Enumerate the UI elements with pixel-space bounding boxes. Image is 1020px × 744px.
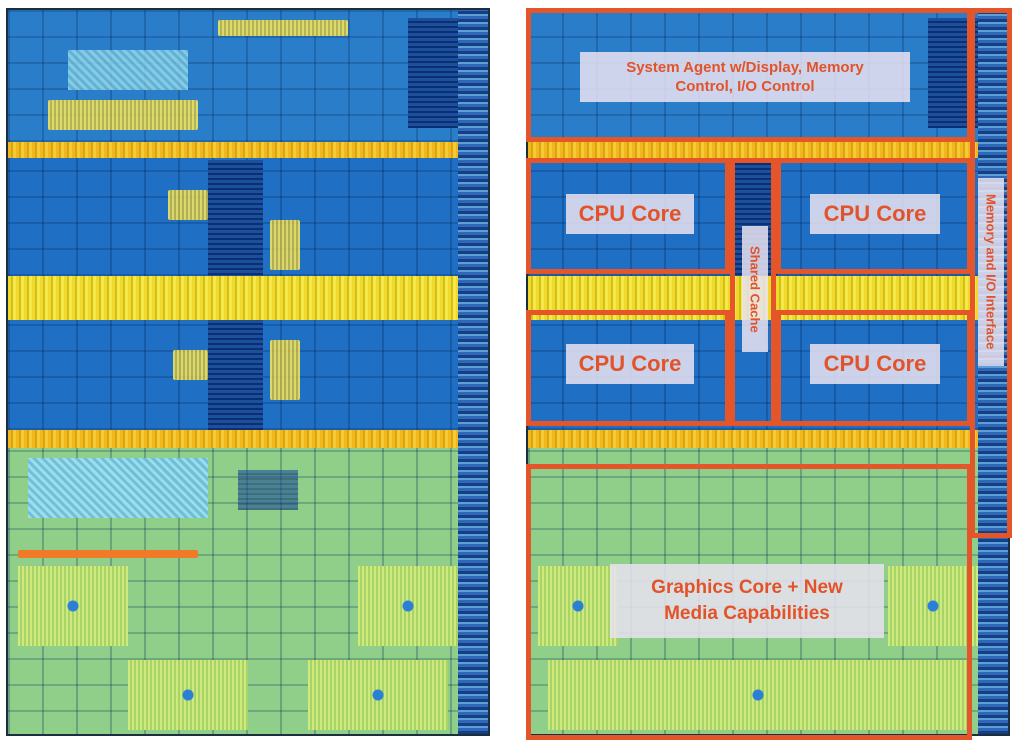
cache-band [528, 142, 988, 158]
cpu-core-region-3 [526, 310, 730, 426]
die-detail-block [68, 50, 188, 90]
die-detail-block [270, 340, 300, 400]
die-detail-block [308, 660, 448, 730]
die-detail-block [888, 566, 978, 646]
graphics-label: Graphics Core + New Media Capabilities [610, 564, 884, 638]
die-detail-block [238, 470, 298, 510]
die-detail-block [18, 550, 198, 558]
io-strip [458, 10, 488, 734]
die-detail-block [218, 20, 348, 36]
system-agent-region [526, 8, 972, 142]
die-detail-block [208, 320, 263, 430]
die-detail-block [28, 458, 208, 518]
system-agent-label: System Agent w/Display, Memory Control, … [580, 52, 910, 102]
die-detail-block [208, 160, 263, 280]
cache-band [8, 142, 468, 158]
io-strip [978, 10, 1008, 734]
die-detail-block [128, 660, 248, 730]
cpu-core-region-1 [526, 158, 730, 274]
cpu-core-label-3: CPU Core [566, 344, 694, 384]
cache-band [8, 276, 468, 320]
cache-band [8, 430, 468, 448]
die-detail-block [18, 566, 128, 646]
die-detail-block [173, 350, 208, 380]
die-detail-block [358, 566, 458, 646]
cpu-core-region-2 [776, 158, 972, 274]
cache-band [528, 430, 988, 448]
cpu-core-label-2: CPU Core [810, 194, 940, 234]
cpu-core-label-1: CPU Core [566, 194, 694, 234]
shared-cache-region [730, 158, 776, 426]
memory-io-label: Memory and I/O Interface [978, 178, 1004, 366]
cpu-core-region-4 [776, 310, 972, 426]
die-detail-block [48, 100, 198, 130]
die-detail-block [408, 18, 458, 128]
shared-cache-label: Shared Cache [742, 226, 768, 352]
die-detail-block [168, 190, 208, 220]
die-detail-block [548, 660, 968, 730]
graphics-region [526, 464, 972, 740]
die-detail-block [270, 220, 300, 270]
die-photo-plain [6, 8, 490, 736]
memory-io-region [970, 8, 1012, 538]
cpu-core-label-4: CPU Core [810, 344, 940, 384]
die-detail-block [538, 566, 618, 646]
